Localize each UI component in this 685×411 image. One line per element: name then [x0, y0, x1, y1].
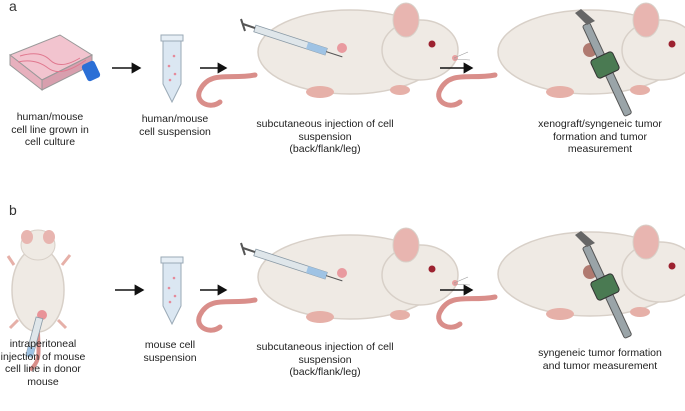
culture-flask-icon [9, 34, 101, 92]
panel-a-letter: a [9, 0, 17, 14]
tube-icon [160, 256, 184, 325]
panel-b-letter: b [9, 202, 17, 218]
mouse-icon [199, 228, 470, 330]
tumor-icon [337, 43, 347, 53]
step-label: xenograft/syngeneic tumor formation and … [538, 118, 662, 155]
step-label: human/mouse cell line grown in cell cult… [11, 111, 89, 148]
step-label: human/mouse cell suspension [139, 113, 211, 138]
step-label: syngeneic tumor formation and tumor meas… [538, 347, 662, 372]
step-label: mouse cell suspension [143, 339, 197, 364]
mouse-icon [6, 229, 72, 372]
step-label: intraperitoneal injection of mouse cell … [0, 338, 86, 388]
tumor-icon [337, 268, 347, 278]
step-label: subcutaneous injection of cell suspensio… [256, 118, 394, 155]
tube-icon [160, 34, 184, 103]
mouse-icon [439, 225, 685, 327]
step-label: subcutaneous injection of cell suspensio… [256, 341, 394, 378]
mouse-icon [439, 3, 685, 105]
syringe-icon [25, 316, 44, 358]
